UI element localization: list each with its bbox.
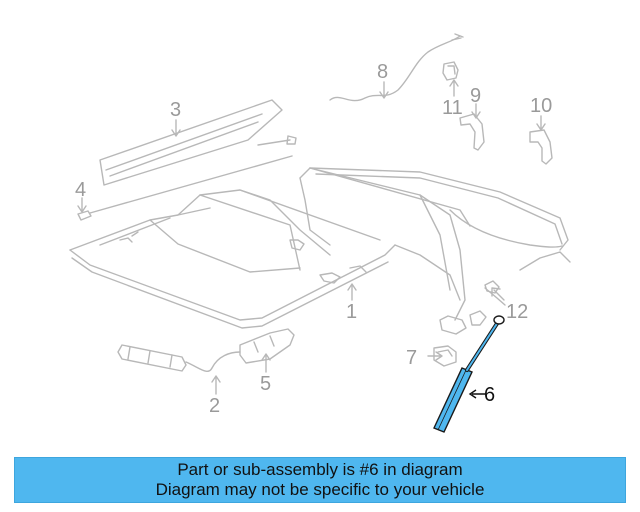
info-banner: Part or sub-assembly is #6 in diagram Di…: [14, 457, 626, 503]
callout-1: 1: [346, 301, 357, 323]
part-5-bracket: [239, 328, 295, 364]
callout-3: 3: [170, 99, 181, 121]
part-1-top-frame: [69, 167, 571, 335]
callout-8: 8: [377, 61, 388, 83]
banner-line-2: Diagram may not be specific to your vehi…: [155, 480, 485, 499]
callout-6: 6: [484, 384, 495, 406]
part-7-plug: [433, 345, 457, 367]
part-4-screw: [77, 155, 293, 221]
banner-line-1: Part or sub-assembly is #6 in diagram: [177, 460, 463, 479]
callout-4: 4: [75, 179, 86, 201]
part-2-motor: [117, 344, 241, 372]
callout-5: 5: [260, 373, 271, 395]
callout-12: 12: [506, 301, 528, 323]
part-9-bracket: [459, 113, 485, 151]
part-8-cable: [329, 33, 464, 102]
callout-7: 7: [406, 347, 417, 369]
parts-diagram: 3 4 8 11 9 10 1 12 7 5 2 6: [69, 33, 571, 433]
part-12-detail: [484, 287, 506, 306]
part-10-bracket: [529, 129, 553, 165]
leader-lines: [77, 79, 546, 395]
callout-11: 11: [442, 97, 463, 119]
callout-2: 2: [209, 395, 220, 417]
part-3-weatherstrip: [99, 99, 297, 186]
callout-10: 10: [530, 95, 552, 117]
part-6-gas-strut[interactable]: [433, 315, 505, 433]
part-11-clip: [442, 61, 459, 81]
callout-9: 9: [470, 85, 481, 107]
